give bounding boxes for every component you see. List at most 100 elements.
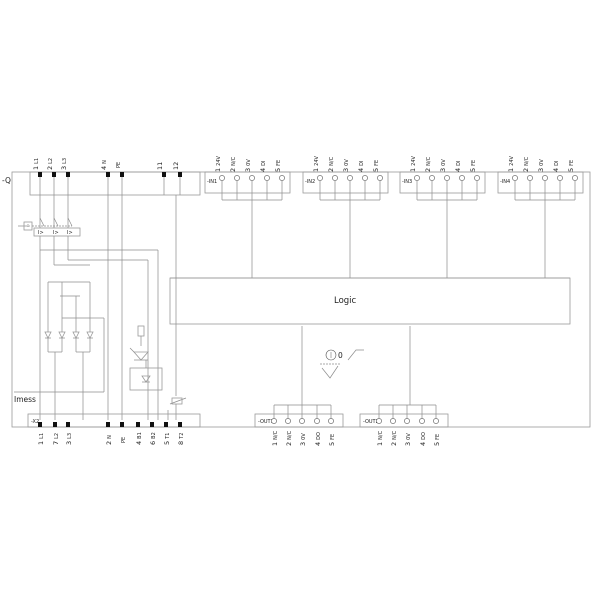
input-terminal[interactable]: [249, 175, 255, 181]
input-terminal[interactable]: [347, 175, 353, 181]
power-terminal[interactable]: [66, 172, 70, 177]
x2-terminal[interactable]: [178, 422, 182, 427]
input-terminal[interactable]: [557, 175, 563, 181]
x2-tag: -X2: [31, 419, 39, 425]
x2-terminal-label: 4B1: [135, 432, 143, 445]
output-terminal[interactable]: [390, 418, 396, 424]
output-terminal[interactable]: [433, 418, 439, 424]
power-terminal[interactable]: [106, 172, 110, 177]
input-terminal[interactable]: [542, 175, 548, 181]
x2-terminal[interactable]: [66, 422, 70, 427]
input-terminal-label: 30V: [439, 159, 447, 172]
output-terminal[interactable]: [271, 418, 277, 424]
x2-terminal[interactable]: [150, 422, 154, 427]
x2-terminal-label: 8T2: [177, 433, 185, 445]
x2-strip: [27, 413, 201, 428]
output-terminal[interactable]: [285, 418, 291, 424]
x2-terminal-label: 7L2: [52, 433, 60, 445]
input-terminal-label: 5FE: [567, 160, 575, 172]
output-terminal[interactable]: [376, 418, 382, 424]
input-terminal[interactable]: [377, 175, 383, 181]
input-modules: -IN1124V2N/C30V4DI5FE-IN2124V2N/C30V4DI5…: [170, 155, 584, 279]
input-terminal-label: 30V: [537, 159, 545, 172]
input-terminal[interactable]: [474, 175, 480, 181]
input-terminal-label: 30V: [342, 159, 350, 172]
power-terminal-label: 1L1: [32, 158, 40, 170]
x2-terminal[interactable]: [136, 422, 140, 427]
output-terminal[interactable]: [419, 418, 425, 424]
output-terminal[interactable]: [299, 418, 305, 424]
input-module: -IN4 124V 2N/C 30V 4DI 5FE: [497, 155, 584, 278]
power-terminal-label: 2L2: [46, 158, 54, 170]
input-terminal[interactable]: [527, 175, 533, 181]
input-terminal-label: 5FE: [372, 160, 380, 172]
input-terminal-label: 124V: [214, 155, 222, 172]
output-terminal[interactable]: [314, 418, 320, 424]
x2-terminal[interactable]: [164, 422, 168, 427]
input-terminal-label: 2N/C: [229, 156, 237, 172]
input-terminal[interactable]: [414, 175, 420, 181]
output-terminal-label: 1N/C: [271, 430, 279, 446]
x2-terminal-label: 1L1: [37, 433, 45, 445]
input-terminal-label: 2N/C: [424, 156, 432, 172]
input-tag: -IN4: [500, 179, 510, 185]
output-terminal-label: 4DO: [419, 432, 427, 446]
output-terminal[interactable]: [404, 418, 410, 424]
output-modules: -OUT11N/C2N/C30V4DO5FE-OUT21N/C2N/C30V4D…: [254, 404, 449, 446]
input-terminal[interactable]: [512, 175, 518, 181]
input-terminal[interactable]: [362, 175, 368, 181]
input-terminal[interactable]: [572, 175, 578, 181]
x2-terminal[interactable]: [38, 422, 42, 427]
input-terminal[interactable]: [279, 175, 285, 181]
output-terminal[interactable]: [328, 418, 334, 424]
output-tag: -OUT1: [258, 419, 274, 425]
power-terminal[interactable]: [178, 172, 182, 177]
input-terminal-label: 30V: [244, 159, 252, 172]
breaker-mark-2: I>: [53, 230, 59, 236]
output-terminal-label: 30V: [299, 433, 307, 446]
input-tag: -IN3: [402, 179, 412, 185]
input-terminal-label: 124V: [507, 155, 515, 172]
imess-label: Imess: [14, 395, 36, 404]
logic-label: Logic: [334, 296, 357, 306]
x2-terminal[interactable]: [106, 422, 110, 427]
input-terminal[interactable]: [444, 175, 450, 181]
power-terminal[interactable]: [162, 172, 166, 177]
x2-terminal[interactable]: [53, 422, 57, 427]
breaker-mark-1: I>: [38, 230, 44, 236]
output-terminal-label: 2N/C: [285, 430, 293, 446]
x2-terminal[interactable]: [120, 422, 124, 427]
output-terminal-label: 2N/C: [390, 430, 398, 446]
x2-terminal-label: 6B2: [149, 432, 157, 445]
output-terminal-label: 5FE: [328, 434, 336, 446]
input-terminal[interactable]: [429, 175, 435, 181]
input-terminal-label: 124V: [409, 155, 417, 172]
input-terminal[interactable]: [332, 175, 338, 181]
x2-terminal-label: 5T1: [163, 433, 171, 445]
input-terminal-label: 2N/C: [522, 156, 530, 172]
input-terminal[interactable]: [219, 175, 225, 181]
device-symbol: -Q: [2, 176, 11, 185]
input-terminal-label: 4DI: [552, 161, 560, 172]
input-terminal[interactable]: [459, 175, 465, 181]
output-terminal-label: 30V: [404, 433, 412, 446]
breaker-mark-3: I>: [67, 230, 73, 236]
selector-label: 0: [338, 351, 343, 360]
power-terminal[interactable]: [52, 172, 56, 177]
input-terminal[interactable]: [264, 175, 270, 181]
input-terminal-label: 4DI: [357, 161, 365, 172]
input-terminal[interactable]: [317, 175, 323, 181]
power-terminal[interactable]: [120, 172, 124, 177]
power-terminal[interactable]: [38, 172, 42, 177]
input-terminal[interactable]: [234, 175, 240, 181]
input-terminal-label: 5FE: [274, 160, 282, 172]
power-terminal-label: PE: [116, 162, 122, 168]
top-power-strip: [29, 171, 201, 196]
